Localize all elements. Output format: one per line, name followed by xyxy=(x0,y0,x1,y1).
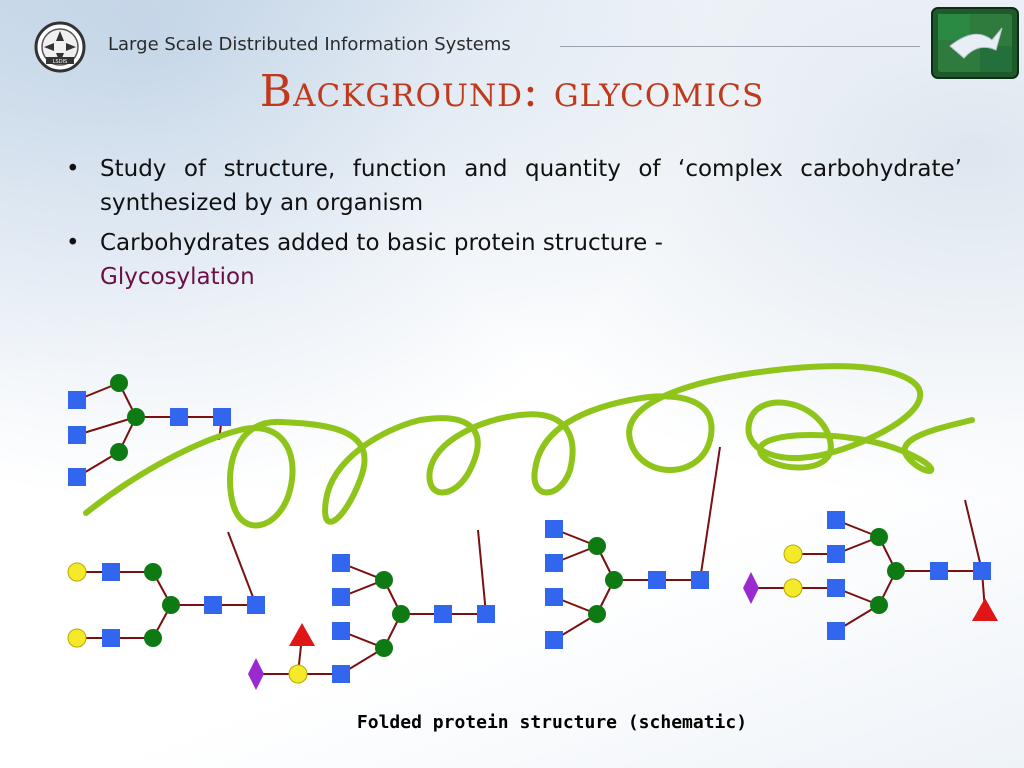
glcnac-square xyxy=(930,562,948,580)
glcnac-square xyxy=(648,571,666,589)
glcnac-square xyxy=(170,408,188,426)
mannose-circle xyxy=(110,374,128,392)
glcnac-square xyxy=(477,605,495,623)
glycan-nodes xyxy=(67,374,998,690)
glcnac-square xyxy=(68,426,86,444)
svg-text:LSDIS: LSDIS xyxy=(53,59,67,65)
galactose-circle xyxy=(288,664,308,684)
glcnac-square xyxy=(973,562,991,580)
bullet-item: Carbohydrates added to basic protein str… xyxy=(60,226,962,294)
glycan-link xyxy=(964,499,983,572)
glcnac-square xyxy=(102,563,120,581)
glcnac-square xyxy=(691,571,709,589)
glycan-links xyxy=(76,382,986,675)
slide-title: Background: glycomics xyxy=(259,66,765,117)
mannose-circle xyxy=(127,408,145,426)
mannose-circle xyxy=(887,562,905,580)
mannose-circle xyxy=(110,443,128,461)
bullet-text: Carbohydrates added to basic protein str… xyxy=(100,230,663,256)
glcnac-square xyxy=(213,408,231,426)
bullet-text: Study of structure, function and quantit… xyxy=(100,156,962,216)
galactose-circle xyxy=(783,544,803,564)
fucose-triangle xyxy=(972,598,998,621)
header-divider xyxy=(560,46,920,47)
glcnac-square xyxy=(102,629,120,647)
glcnac-square xyxy=(827,622,845,640)
mannose-circle xyxy=(144,563,162,581)
figure-caption: Folded protein structure (schematic) xyxy=(356,712,748,733)
mannose-circle xyxy=(588,537,606,555)
mannose-circle xyxy=(162,596,180,614)
sialic-acid-diamond xyxy=(743,572,759,604)
galactose-circle xyxy=(67,628,87,648)
glcnac-square xyxy=(827,579,845,597)
glcnac-square xyxy=(827,511,845,529)
glcnac-square xyxy=(827,545,845,563)
mannose-circle xyxy=(375,639,393,657)
org-name: Large Scale Distributed Information Syst… xyxy=(108,34,511,55)
sialic-acid-diamond xyxy=(248,658,264,690)
galactose-circle xyxy=(783,578,803,598)
glcnac-square xyxy=(332,554,350,572)
galactose-circle xyxy=(67,562,87,582)
university-logo xyxy=(931,7,1019,79)
glcnac-square xyxy=(247,596,265,614)
mannose-circle xyxy=(870,528,888,546)
glcnac-square xyxy=(68,468,86,486)
mannose-circle xyxy=(392,605,410,623)
bullet-list: Study of structure, function and quantit… xyxy=(60,152,962,300)
glcnac-square xyxy=(545,631,563,649)
glcnac-square xyxy=(434,605,452,623)
glcnac-square xyxy=(332,665,350,683)
glycan-link xyxy=(227,531,257,606)
mannose-circle xyxy=(588,605,606,623)
mannose-circle xyxy=(144,629,162,647)
glycan-link xyxy=(699,446,721,581)
glcnac-square xyxy=(545,520,563,538)
glycoprotein-diagram xyxy=(67,363,998,690)
mannose-circle xyxy=(375,571,393,589)
glcnac-square xyxy=(68,391,86,409)
glcnac-square xyxy=(332,622,350,640)
glcnac-square xyxy=(545,554,563,572)
mannose-circle xyxy=(870,596,888,614)
glcnac-square xyxy=(545,588,563,606)
fucose-triangle xyxy=(289,623,315,646)
glycan-link xyxy=(477,529,487,615)
glcnac-square xyxy=(204,596,222,614)
mannose-circle xyxy=(605,571,623,589)
bullet-item: Study of structure, function and quantit… xyxy=(60,152,962,220)
protein-backbone xyxy=(83,363,975,529)
lsdis-logo: LSDIS xyxy=(34,21,86,73)
glycosylation-term: Glycosylation xyxy=(100,264,255,290)
glcnac-square xyxy=(332,588,350,606)
glycan-link xyxy=(76,416,137,436)
